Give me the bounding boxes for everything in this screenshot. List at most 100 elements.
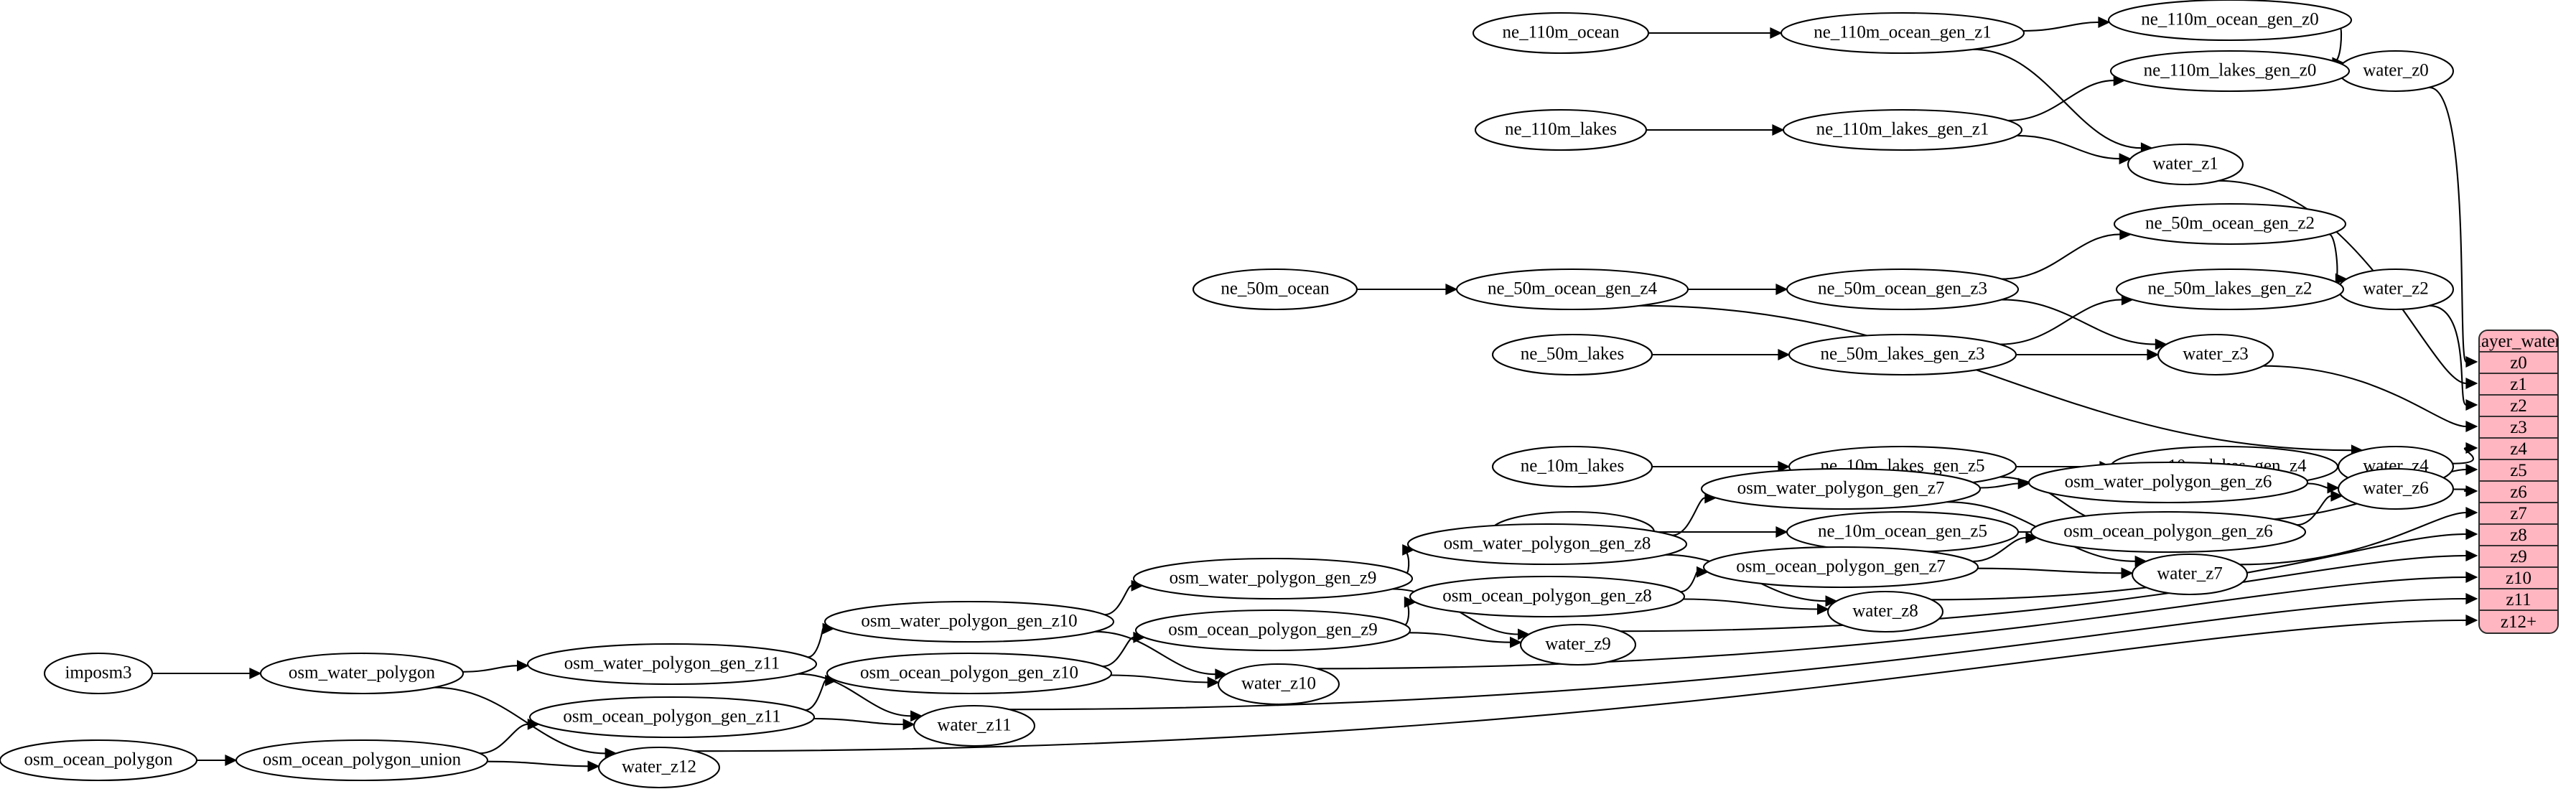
edge-line xyxy=(1680,571,1698,593)
node-shape xyxy=(1409,575,1686,618)
edge-line xyxy=(1973,48,2142,149)
edge-line xyxy=(798,673,911,717)
node-ne_110m_lakes_gen_z0[interactable]: ne_110m_lakes_gen_z0 xyxy=(2109,50,2351,93)
node-shape xyxy=(1406,523,1688,566)
edge-line xyxy=(2328,233,2338,280)
legend-row-z4[interactable]: z4 xyxy=(2480,439,2557,460)
node-water_z7[interactable]: water_z7 xyxy=(2131,553,2249,596)
edge-arrowhead xyxy=(1778,461,1791,472)
node-osm_ocean_polygon_union[interactable]: osm_ocean_polygon_union xyxy=(235,739,489,782)
legend-row-z1[interactable]: z1 xyxy=(2480,374,2557,396)
node-osm_ocean_polygon_gen_z6[interactable]: osm_ocean_polygon_gen_z6 xyxy=(2030,510,2307,554)
legend-row-z10[interactable]: z10 xyxy=(2480,568,2557,589)
node-ne_110m_ocean[interactable]: ne_110m_ocean xyxy=(1472,11,1650,55)
node-label: osm_ocean_polygon_gen_z9 xyxy=(1168,620,1378,640)
edge-ne_50m_ocean_gen_z3-to-ne_50m_ocean_gen_z2 xyxy=(2002,228,2132,280)
node-ne_50m_lakes_gen_z3[interactable]: ne_50m_lakes_gen_z3 xyxy=(1788,333,2017,376)
edge-ne_50m_lakes_gen_z3-to-water_z3 xyxy=(2016,349,2160,360)
node-water_z6[interactable]: water_z6 xyxy=(2337,467,2455,510)
node-ne_50m_ocean_gen_z3[interactable]: ne_50m_ocean_gen_z3 xyxy=(1786,268,2020,311)
node-osm_ocean_polygon_gen_z8[interactable]: osm_ocean_polygon_gen_z8 xyxy=(1409,575,1686,618)
node-ne_110m_lakes[interactable]: ne_110m_lakes xyxy=(1474,108,1648,151)
node-label: osm_water_polygon_gen_z11 xyxy=(564,654,780,673)
node-osm_water_polygon_gen_z11[interactable]: osm_water_polygon_gen_z11 xyxy=(526,643,818,686)
node-water_z3[interactable]: water_z3 xyxy=(2157,333,2274,376)
edge-arrowhead xyxy=(2465,421,2478,432)
node-osm_ocean_polygon_gen_z9[interactable]: osm_ocean_polygon_gen_z9 xyxy=(1134,609,1411,652)
edge-line xyxy=(1009,597,2467,711)
edge-ne_50m_ocean_gen_z2-to-water_z2 xyxy=(2328,233,2348,285)
edge-arrowhead xyxy=(2465,593,2478,604)
node-water_z2[interactable]: water_z2 xyxy=(2337,268,2455,311)
edge-arrowhead xyxy=(1772,124,1785,136)
node-label: osm_water_polygon_gen_z7 xyxy=(1737,479,1945,498)
legend-row-z8[interactable]: z8 xyxy=(2480,525,2557,546)
node-shape xyxy=(1782,108,2023,151)
legend-row-z6[interactable]: z6 xyxy=(2480,482,2557,503)
edge-arrowhead xyxy=(1215,668,1228,681)
edge-water_z8-to-layer_water_z8 xyxy=(1931,528,2478,601)
node-water_z12[interactable]: water_z12 xyxy=(597,746,721,789)
node-shape xyxy=(1455,268,1689,311)
node-osm_water_polygon_gen_z9[interactable]: osm_water_polygon_gen_z9 xyxy=(1132,557,1414,600)
node-water_z8[interactable]: water_z8 xyxy=(1826,590,1944,633)
node-osm_water_polygon_gen_z7[interactable]: osm_water_polygon_gen_z7 xyxy=(1700,467,1982,510)
edge-water_z0-to-layer_water_z0 xyxy=(2429,86,2478,368)
legend-row-z9[interactable]: z9 xyxy=(2480,546,2557,568)
node-osm_water_polygon_gen_z6[interactable]: osm_water_polygon_gen_z6 xyxy=(2027,461,2309,504)
node-ne_50m_lakes_gen_z2[interactable]: ne_50m_lakes_gen_z2 xyxy=(2115,268,2345,311)
node-osm_ocean_polygon_gen_z10[interactable]: osm_ocean_polygon_gen_z10 xyxy=(826,652,1113,695)
edge-osm_water_polygon_gen_z6-to-water_z6 xyxy=(2307,482,2340,494)
node-label: water_z11 xyxy=(937,716,1011,735)
node-ne_50m_ocean_gen_z2[interactable]: ne_50m_ocean_gen_z2 xyxy=(2113,202,2347,246)
node-osm_ocean_polygon[interactable]: osm_ocean_polygon xyxy=(0,739,198,782)
edge-line xyxy=(2296,495,2332,526)
node-label: ne_10m_lakes xyxy=(1521,457,1624,476)
node-water_z9[interactable]: water_z9 xyxy=(1519,623,1637,666)
edge-line xyxy=(1102,636,1134,668)
node-ne_50m_lakes[interactable]: ne_50m_lakes xyxy=(1491,333,1653,376)
legend-row-z5[interactable]: z5 xyxy=(2480,460,2557,482)
edge-osm_water_polygon_gen_z8-to-osm_water_polygon_gen_z7 xyxy=(1671,492,1717,536)
node-ne_10m_ocean_gen_z5[interactable]: ne_10m_ocean_gen_z5 xyxy=(1786,510,2020,554)
node-shape xyxy=(2109,50,2351,93)
node-osm_ocean_polygon_gen_z7[interactable]: osm_ocean_polygon_gen_z7 xyxy=(1702,546,1979,589)
node-osm_water_polygon_gen_z10[interactable]: osm_water_polygon_gen_z10 xyxy=(823,600,1115,643)
node-shape xyxy=(1472,11,1650,55)
node-osm_water_polygon_gen_z8[interactable]: osm_water_polygon_gen_z8 xyxy=(1406,523,1688,566)
legend-row-z0[interactable]: z0 xyxy=(2480,353,2557,374)
node-shape xyxy=(1217,663,1340,706)
legend-row-z12+[interactable]: z12+ xyxy=(2480,611,2557,632)
legend-row-z3[interactable]: z3 xyxy=(2480,417,2557,439)
node-osm_water_polygon[interactable]: osm_water_polygon xyxy=(259,652,465,695)
node-label: water_z8 xyxy=(1852,602,1918,621)
node-shape xyxy=(235,739,489,782)
edge-line xyxy=(2452,447,2474,464)
node-ne_110m_lakes_gen_z1[interactable]: ne_110m_lakes_gen_z1 xyxy=(1782,108,2023,151)
node-ne_50m_ocean_gen_z4[interactable]: ne_50m_ocean_gen_z4 xyxy=(1455,268,1689,311)
edge-water_z2-to-layer_water_z2 xyxy=(2429,304,2478,411)
edge-line xyxy=(1977,567,2122,574)
node-osm_ocean_polygon_gen_z11[interactable]: osm_ocean_polygon_gen_z11 xyxy=(528,696,816,739)
edge-arrowhead xyxy=(2465,528,2478,540)
node-ne_110m_ocean_gen_z1[interactable]: ne_110m_ocean_gen_z1 xyxy=(1780,11,2025,55)
node-label: osm_water_polygon_gen_z6 xyxy=(2065,472,2272,492)
legend-row-z7[interactable]: z7 xyxy=(2480,503,2557,525)
node-imposm3[interactable]: imposm3 xyxy=(43,652,154,695)
node-ne_50m_ocean[interactable]: ne_50m_ocean xyxy=(1192,268,1358,311)
node-water_z1[interactable]: water_z1 xyxy=(2127,143,2244,186)
node-ne_110m_ocean_gen_z0[interactable]: ne_110m_ocean_gen_z0 xyxy=(2108,0,2352,42)
legend-row-z2[interactable]: z2 xyxy=(2480,396,2557,417)
legend-row-z11[interactable]: z11 xyxy=(2480,589,2557,611)
node-label: water_z3 xyxy=(2183,345,2249,364)
node-water_z0[interactable]: water_z0 xyxy=(2337,50,2455,93)
node-water_z10[interactable]: water_z10 xyxy=(1217,663,1340,706)
edge-osm_ocean_polygon_gen_z8-to-osm_ocean_polygon_gen_z7 xyxy=(1680,566,1709,593)
node-water_z11[interactable]: water_z11 xyxy=(913,704,1036,747)
node-ne_10m_lakes[interactable]: ne_10m_lakes xyxy=(1491,445,1653,488)
edge-ne_50m_lakes-to-ne_50m_lakes_gen_z3 xyxy=(1652,349,1791,360)
edge-line xyxy=(2002,299,2156,345)
node-shape xyxy=(2127,143,2244,186)
node-shape xyxy=(1700,467,1982,510)
node-label: ne_50m_lakes_gen_z3 xyxy=(1820,345,1984,364)
